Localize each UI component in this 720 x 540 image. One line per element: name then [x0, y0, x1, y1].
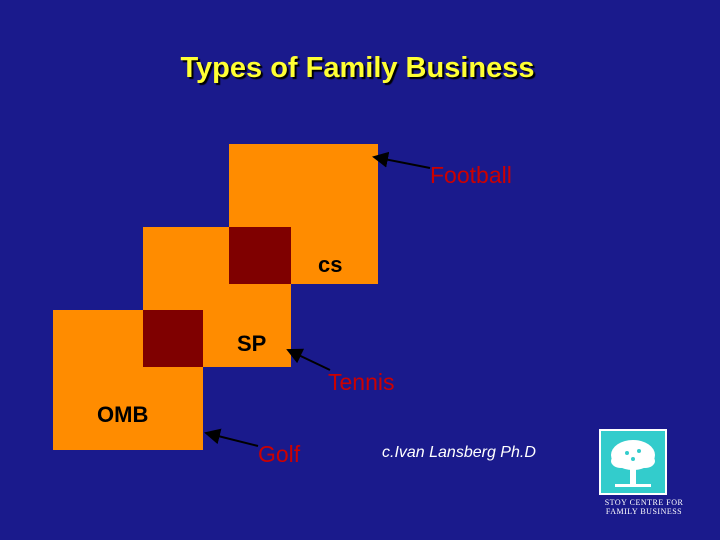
arrow-golf: [204, 428, 259, 447]
tree-icon: [599, 429, 667, 495]
slide-title: Types of Family Business: [180, 52, 535, 84]
stoy-centre-logo: STOY CENTRE FOR FAMILY BUSINESS: [588, 418, 700, 522]
overlap-cs: [229, 227, 291, 284]
label-golf: Golf: [258, 441, 301, 467]
logo-line-2: FAMILY BUSINESS: [605, 507, 683, 516]
arrow-tennis: [286, 348, 331, 371]
label-tennis: Tennis: [328, 369, 395, 395]
logo-caption: STOY CENTRE FOR FAMILY BUSINESS: [588, 498, 700, 516]
arrow-football: [372, 151, 431, 169]
label-cs: cs: [318, 252, 343, 277]
label-sp: SP: [237, 331, 267, 356]
label-football: Football: [430, 162, 512, 188]
overlap-sp: [143, 310, 203, 367]
logo-line-1: STOY CENTRE FOR: [604, 498, 684, 507]
credit-text: c.Ivan Lansberg Ph.D: [382, 444, 536, 461]
label-omb: OMB: [97, 402, 149, 427]
